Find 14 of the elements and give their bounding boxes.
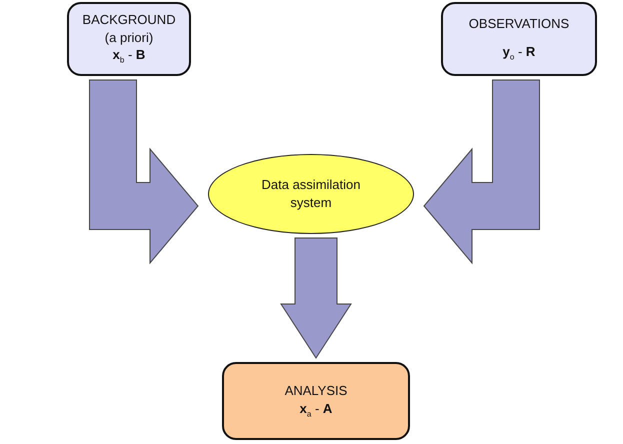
node-text: y$_{o}$ - R (502, 42, 536, 63)
node-text: x$_{a}$ - A (300, 400, 332, 420)
background-box (67, 2, 191, 76)
node-text: OBSERVATIONS (468, 15, 570, 33)
block-arrow (423, 80, 540, 264)
block-arrow (280, 238, 352, 359)
node-text: Data assimilation system (260, 176, 362, 212)
block-arrow (89, 80, 199, 264)
observations-box (441, 2, 597, 76)
node-text: BACKGROUND (82, 11, 176, 29)
analysis-box (222, 362, 410, 440)
node-text: ANALYSIS (284, 382, 348, 400)
node-text: x$_{b}$ - B (112, 46, 146, 67)
node-text: (a priori) (104, 28, 154, 46)
